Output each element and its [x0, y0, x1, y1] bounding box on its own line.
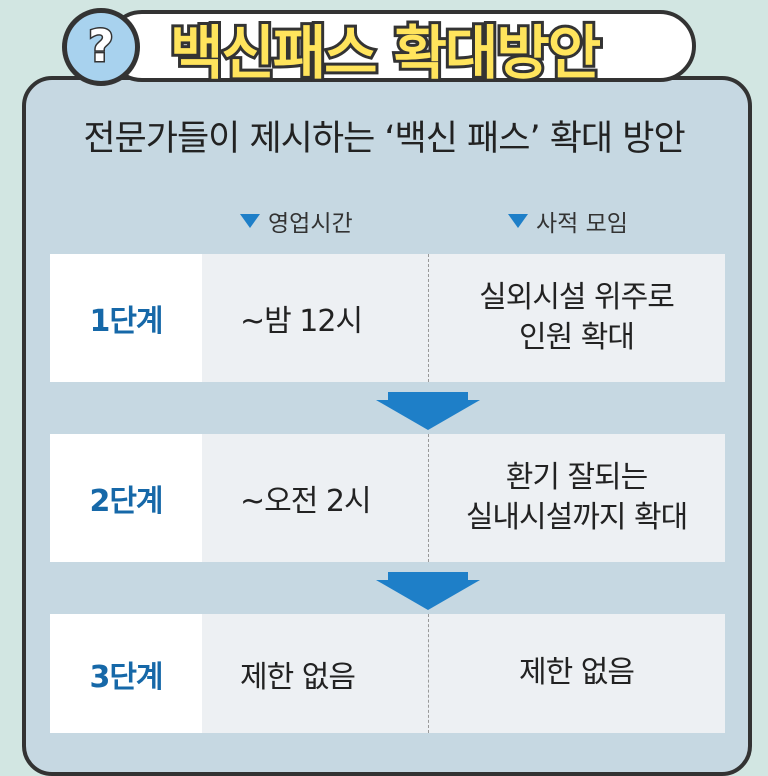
stage-row-3: 3단계 제한 없음 제한 없음	[50, 614, 725, 733]
stage-row-2: 2단계 ~오전 2시 환기 잘되는 실내시설까지 확대	[50, 434, 725, 562]
stage-gatherings-line: 실외시설 위주로	[479, 279, 675, 315]
title-pill	[106, 10, 696, 82]
triangle-down-icon	[240, 214, 260, 228]
stage-row-1: 1단계 ~밤 12시 실외시설 위주로 인원 확대	[50, 254, 725, 382]
question-icon: ?	[62, 8, 140, 86]
stage-gatherings-line: 인원 확대	[519, 320, 635, 355]
column-divider	[428, 614, 429, 733]
subtitle: 전문가들이 제시하는 ‘백신 패스’ 확대 방안	[83, 119, 685, 159]
stage-gatherings: 환기 잘되는 실내시설까지 확대	[428, 434, 725, 562]
stage-gatherings-line: 실내시설까지 확대	[465, 500, 688, 535]
triangle-down-icon	[508, 214, 528, 228]
question-glyph: ?	[87, 21, 115, 72]
stage-gatherings-line: 환기 잘되는	[505, 459, 649, 495]
stage-hours: ~오전 2시	[240, 484, 372, 519]
page-title: 백신패스 확대방안	[167, 16, 604, 90]
stage-label: 2단계	[50, 434, 202, 562]
arrow-down-icon	[376, 392, 480, 430]
column-header-gatherings: 사적 모임	[508, 204, 628, 238]
header: ? 백신패스 확대방안	[62, 6, 702, 90]
stage-gatherings-line: 제한 없음	[519, 655, 635, 691]
column-header-hours-label: 영업시간	[268, 211, 353, 237]
arrow-down-icon	[376, 572, 480, 610]
column-header-hours: 영업시간	[240, 204, 353, 238]
column-divider	[428, 254, 429, 382]
stage-gatherings: 제한 없음	[428, 614, 725, 733]
stage-hours: 제한 없음	[240, 659, 356, 695]
column-divider	[428, 434, 429, 562]
stage-label: 3단계	[50, 614, 202, 733]
stage-hours: ~밤 12시	[240, 304, 363, 339]
stage-gatherings: 실외시설 위주로 인원 확대	[428, 254, 725, 382]
column-header-gatherings-label: 사적 모임	[536, 211, 628, 237]
stage-label: 1단계	[50, 254, 202, 382]
